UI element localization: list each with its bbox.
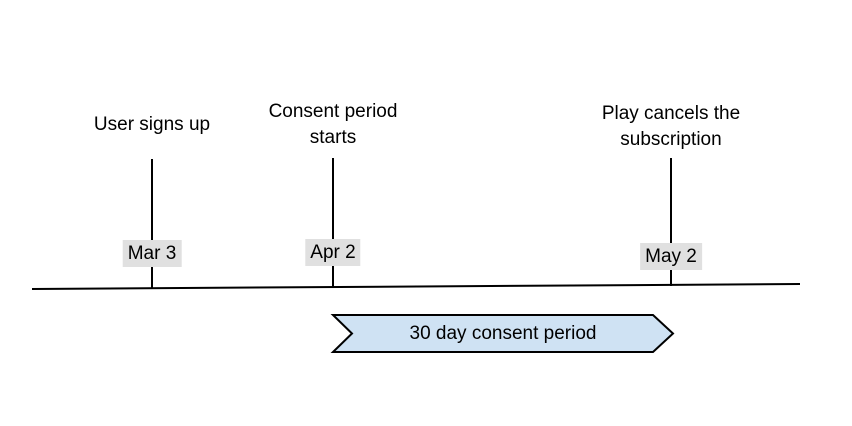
- event-label-play-cancels-subscription: Play cancels the subscription: [601, 103, 741, 150]
- consent-period-banner-shape: [330, 314, 675, 353]
- event-label-consent-period-starts: Consent period starts: [268, 101, 398, 148]
- consent-period-banner-label: 30 day consent period: [409, 323, 597, 344]
- date-label-may-2: May 2: [640, 243, 702, 270]
- timeline-axis-line: [31, 283, 801, 290]
- event-label-user-signs-up: User signs up: [93, 114, 211, 135]
- date-label-mar-3: Mar 3: [122, 240, 182, 267]
- date-label-apr-2: Apr 2: [305, 239, 361, 266]
